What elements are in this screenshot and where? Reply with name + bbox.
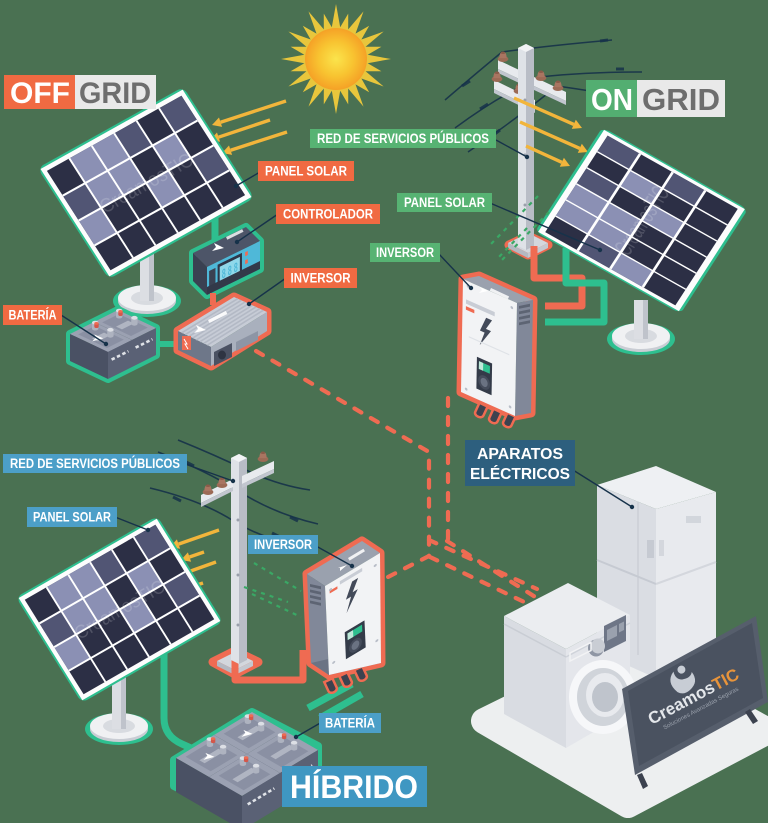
- svg-text:BATERÍA: BATERÍA: [9, 308, 57, 323]
- svg-text:ELÉCTRICOS: ELÉCTRICOS: [470, 464, 570, 483]
- svg-text:HÍBRIDO: HÍBRIDO: [290, 769, 418, 805]
- svg-text:RED DE SERVICIOS PÚBLICOS: RED DE SERVICIOS PÚBLICOS: [10, 456, 180, 471]
- svg-text:INVERSOR: INVERSOR: [254, 537, 312, 552]
- svg-text:PANEL SOLAR: PANEL SOLAR: [33, 510, 111, 525]
- svg-text:RED DE SERVICIOS PÚBLICOS: RED DE SERVICIOS PÚBLICOS: [317, 131, 489, 146]
- svg-text:BATERÍA: BATERÍA: [325, 716, 375, 731]
- svg-text:INVERSOR: INVERSOR: [291, 271, 351, 286]
- svg-text:PANEL SOLAR: PANEL SOLAR: [265, 164, 347, 179]
- svg-text:APARATOS: APARATOS: [477, 446, 563, 463]
- svg-text:CONTROLADOR: CONTROLADOR: [283, 207, 373, 222]
- svg-text:GRID: GRID: [642, 82, 720, 117]
- svg-text:GRID: GRID: [79, 77, 151, 110]
- svg-text:ON: ON: [591, 82, 633, 117]
- svg-text:INVERSOR: INVERSOR: [376, 245, 434, 260]
- svg-text:PANEL SOLAR: PANEL SOLAR: [404, 195, 485, 210]
- svg-text:OFF: OFF: [10, 77, 70, 110]
